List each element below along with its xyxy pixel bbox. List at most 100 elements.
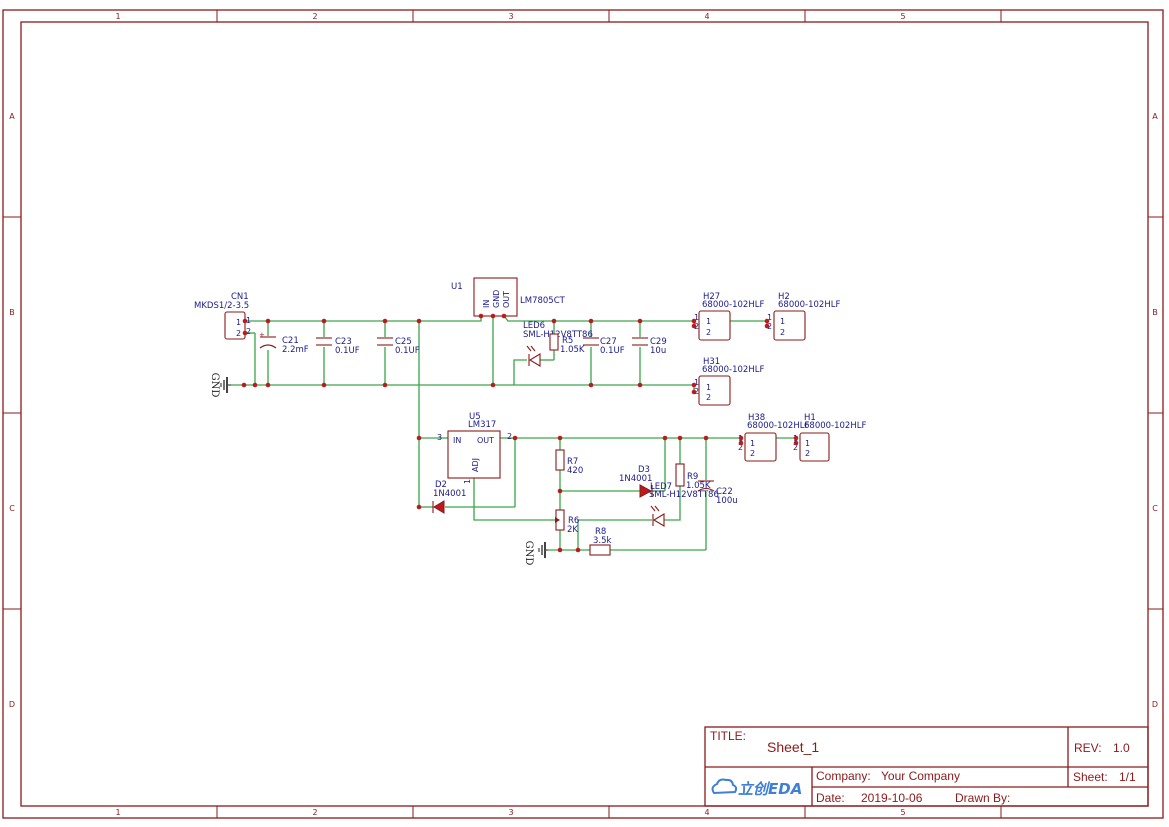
svg-text:1: 1 — [706, 317, 711, 326]
svg-text:2: 2 — [738, 443, 743, 452]
logo-text: 立创EDA — [738, 780, 802, 798]
u5-pin1-num: 1 — [463, 479, 472, 484]
h31-ref: H31 — [703, 357, 720, 367]
cloud-icon — [711, 778, 738, 795]
svg-text:2: 2 — [750, 449, 755, 458]
zone-col-1-bottom: 1 — [115, 808, 120, 817]
rev-label: REV: — [1074, 741, 1102, 755]
led7-value: SML-H12V8TT86 — [649, 490, 719, 500]
date-value: 2019-10-06 — [861, 791, 923, 805]
zone-row-b-left: B — [9, 308, 15, 317]
zone-labels-top: 1 2 3 4 5 — [115, 12, 905, 21]
resistor-r5: R5 1.05K — [549, 333, 585, 355]
capacitor-c27: C27 0.1UF — [583, 337, 625, 356]
svg-text:2: 2 — [706, 393, 711, 402]
sheet-label: Sheet: — [1073, 770, 1108, 784]
d2-ref: D2 — [435, 480, 447, 490]
svg-text:1: 1 — [750, 439, 755, 448]
gnd-symbol-2: GND — [523, 541, 548, 565]
column-dividers — [216, 10, 1002, 818]
wires-lm317-section — [418, 321, 797, 551]
drawn-by-label: Drawn By: — [955, 791, 1010, 805]
cn1-pin2-num: 2 — [246, 327, 251, 336]
svg-text:+: + — [259, 331, 265, 339]
zone-col-4-bottom: 4 — [704, 808, 709, 817]
svg-text:1: 1 — [780, 317, 785, 326]
r6-value: 2K — [567, 525, 578, 535]
svg-text:1: 1 — [694, 313, 699, 322]
cn1-ref: CN1 — [231, 292, 249, 302]
zone-row-a-right: A — [1152, 112, 1158, 121]
r5-ref: R5 — [562, 336, 573, 346]
d3-value: 1N4001 — [619, 474, 652, 484]
c22-value: 100u — [716, 496, 738, 506]
zone-labels-bottom: 1 2 3 4 5 — [115, 808, 905, 817]
zone-row-d-left: D — [9, 700, 15, 709]
junction-dots — [241, 313, 799, 553]
diode-d3: D3 1N4001 — [619, 465, 653, 498]
c23-ref: C23 — [335, 337, 352, 347]
u5-pin-out: OUT — [477, 436, 494, 445]
h1-value: 68000-102HLF — [804, 421, 866, 431]
capacitor-c23: C23 0.1UF — [316, 337, 360, 356]
h38-value: 68000-102HLF — [747, 421, 809, 431]
zone-col-4-top: 4 — [704, 12, 709, 21]
svg-text:2: 2 — [694, 322, 699, 331]
u5-ref: U5 — [469, 412, 481, 422]
rev-value: 1.0 — [1113, 741, 1130, 755]
h2-ref: H2 — [778, 292, 790, 302]
zone-col-2-bottom: 2 — [312, 808, 317, 817]
sheet-title: Sheet_1 — [767, 739, 819, 755]
h2-value: 68000-102HLF — [778, 300, 840, 310]
c27-ref: C27 — [600, 337, 617, 347]
r7-ref: R7 — [567, 457, 578, 467]
u1-ref: U1 — [451, 282, 463, 292]
zone-row-b-right: B — [1152, 308, 1158, 317]
date-label: Date: — [816, 791, 845, 805]
c29-value: 10u — [650, 346, 666, 356]
capacitor-c25: C25 0.1UF — [377, 337, 420, 356]
sheet-number: 1/1 — [1119, 770, 1136, 784]
h27-value: 68000-102HLF — [702, 300, 764, 310]
u5-value: LM317 — [468, 420, 496, 430]
capacitor-c22: C22 100u — [697, 480, 738, 506]
zone-col-1-top: 1 — [115, 12, 120, 21]
c21-ref: C21 — [282, 336, 299, 346]
r8-value: 3.5k — [593, 536, 612, 546]
regulator-u1: IN GND OUT U1 LM7805CT — [451, 277, 566, 317]
zone-col-5-top: 5 — [900, 12, 905, 21]
zone-col-3-bottom: 3 — [508, 808, 513, 817]
c22-ref: C22 — [716, 487, 733, 497]
svg-text:2: 2 — [780, 328, 785, 337]
title-label: TITLE: — [710, 729, 746, 743]
zone-row-c-right: C — [1152, 504, 1158, 513]
r7-value: 420 — [567, 466, 583, 476]
h31-value: 68000-102HLF — [702, 365, 764, 375]
lceda-logo: 立创EDA — [711, 778, 802, 798]
svg-text:1: 1 — [694, 378, 699, 387]
c23-value: 0.1UF — [335, 346, 360, 356]
h27-ref: H27 — [703, 292, 720, 302]
d3-ref: D3 — [638, 465, 650, 475]
cn1-value: MKDS1/2-3.5 — [194, 301, 249, 311]
zone-labels-left: A B C D — [9, 112, 15, 709]
wires-5v-section — [231, 315, 768, 392]
svg-text:2: 2 — [805, 449, 810, 458]
company-value: Your Company — [881, 769, 960, 783]
cn1-pin1-label: 1 — [236, 318, 241, 327]
c25-ref: C25 — [395, 337, 412, 347]
header-h31: 1 2 1 2 H31 68000-102HLF — [694, 357, 764, 406]
resistor-r7: R7 420 — [555, 449, 583, 476]
zone-row-d-right: D — [1152, 700, 1158, 709]
svg-text:2: 2 — [767, 322, 772, 331]
u1-pin-out: OUT — [502, 291, 511, 308]
u1-value: LM7805CT — [520, 296, 566, 306]
u5-pin3-num: 3 — [437, 433, 442, 442]
svg-text:1: 1 — [706, 383, 711, 392]
u1-pin-gnd: GND — [492, 290, 501, 308]
c21-value: 2.2mF — [282, 345, 309, 355]
r6-ref: R6 — [568, 516, 579, 526]
resistor-r8: R8 3.5k — [589, 527, 612, 556]
led7-ref: LED7 — [650, 482, 672, 492]
zone-row-a-left: A — [9, 112, 15, 121]
